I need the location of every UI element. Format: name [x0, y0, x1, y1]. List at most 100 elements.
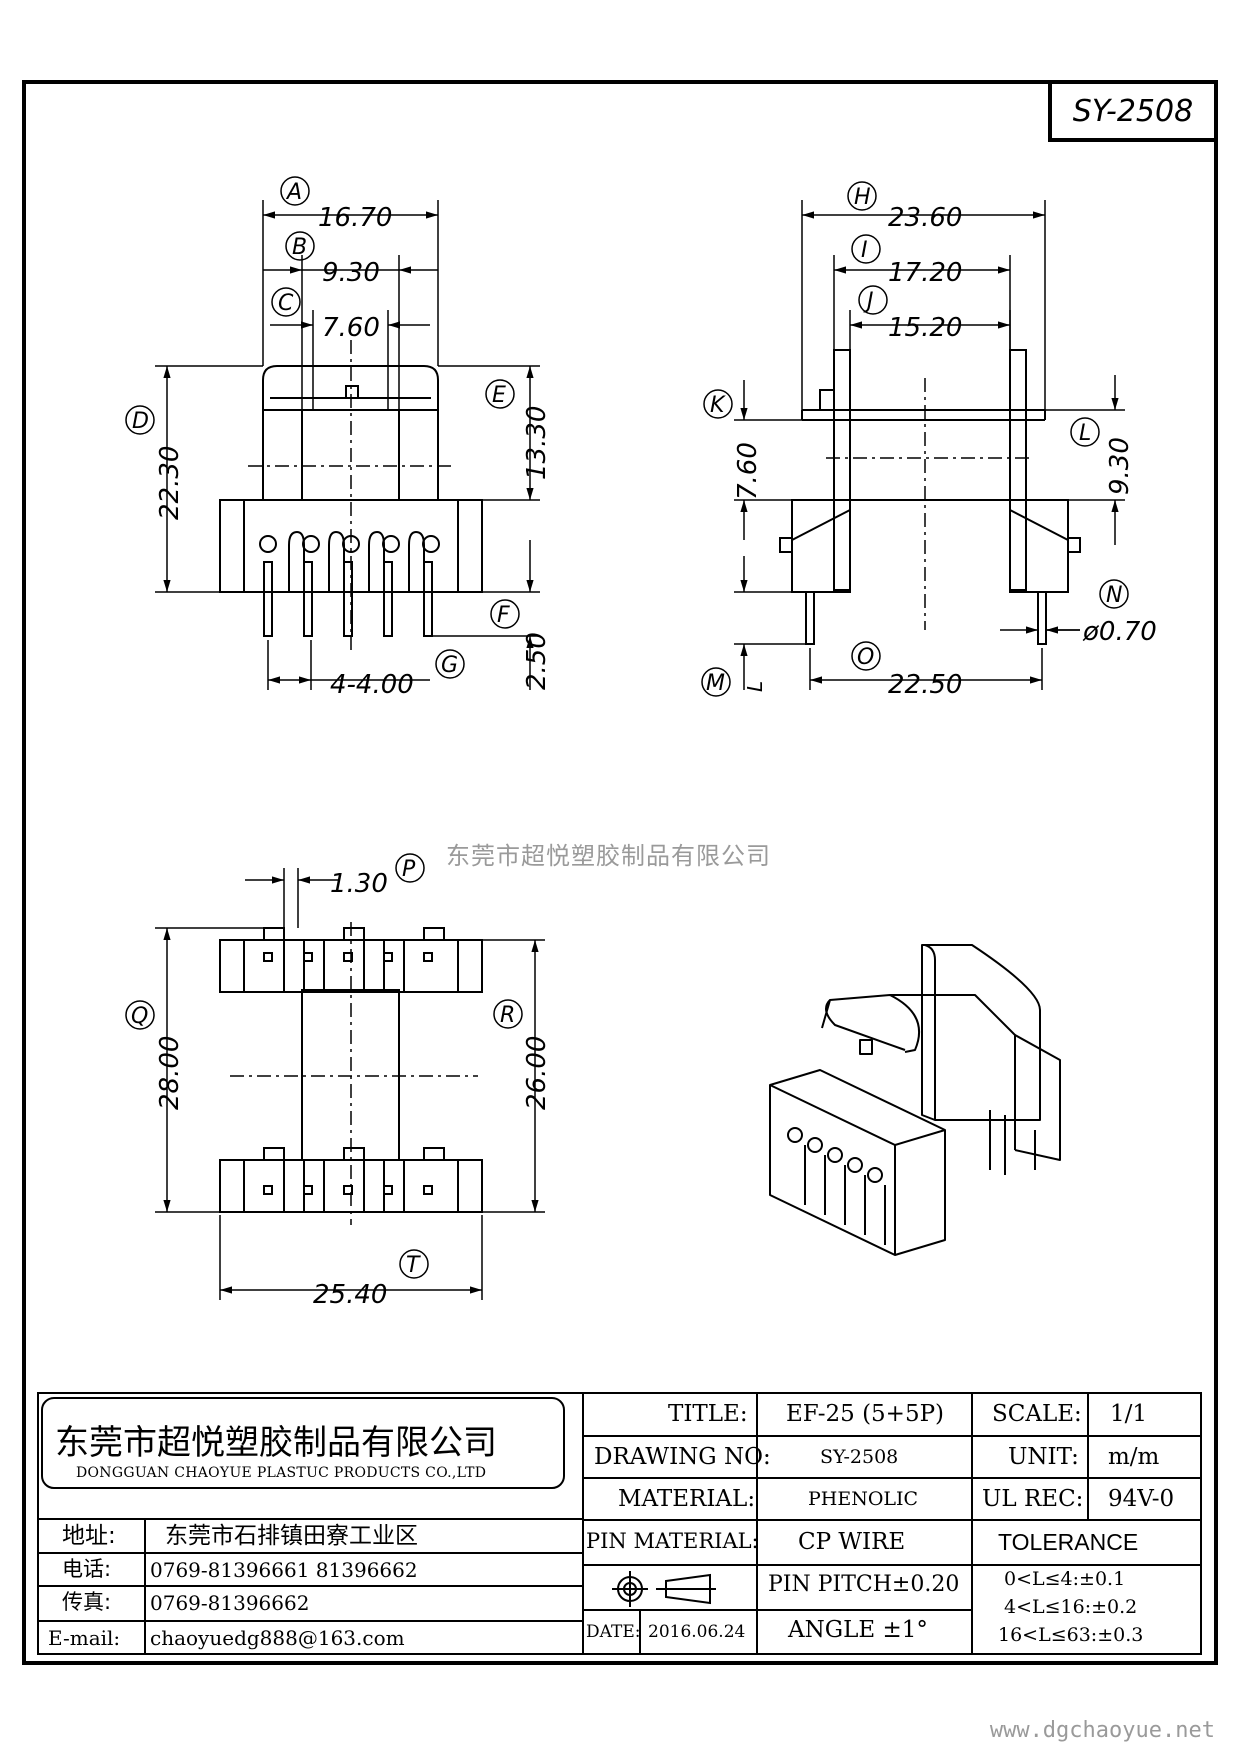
- scale-value: 1/1: [1110, 1401, 1148, 1427]
- svg-text:M: M: [706, 671, 725, 696]
- dim-j-value: 15.20: [888, 313, 962, 343]
- title-label: TITLE:: [668, 1401, 748, 1427]
- drawing-number-box: SY-2508: [1048, 80, 1218, 142]
- dim-g-value: 4-4.00: [330, 670, 414, 700]
- balloon-a: A: [280, 176, 310, 206]
- dim-p-value: 1.30: [330, 869, 388, 899]
- balloon-g: G: [435, 649, 465, 679]
- title-value: EF-25 (5+5P): [786, 1401, 945, 1427]
- tolerance-label: TOLERANCE: [998, 1529, 1139, 1555]
- balloon-q: Q: [125, 1000, 155, 1030]
- ul-rec-label: UL REC:: [982, 1486, 1084, 1512]
- balloon-l: L: [1070, 417, 1100, 447]
- drawing-no-value: SY-2508: [820, 1446, 899, 1468]
- pin-material-value: CP WIRE: [798, 1529, 906, 1555]
- svg-text:J: J: [863, 289, 874, 314]
- balloon-t: T: [399, 1249, 429, 1279]
- svg-text:F: F: [497, 603, 510, 628]
- svg-text:C: C: [278, 291, 294, 316]
- address-label: 地址:: [62, 1523, 116, 1549]
- dim-f-value: 2.50: [522, 632, 552, 690]
- material-value: PHENOLIC: [808, 1488, 919, 1510]
- svg-text:P: P: [402, 857, 416, 882]
- ul-rec-value: 94V-0: [1108, 1486, 1175, 1512]
- email-value: chaoyuedg888@163.com: [150, 1626, 405, 1650]
- dim-o-value: 22.50: [888, 670, 962, 700]
- balloon-f: F: [490, 599, 520, 629]
- balloon-p: P: [395, 853, 425, 883]
- svg-text:K: K: [710, 393, 726, 418]
- website-watermark: www.dgchaoyue.net: [989, 1718, 1215, 1743]
- scale-label: SCALE:: [992, 1401, 1082, 1427]
- email-label: E-mail:: [48, 1626, 121, 1650]
- bottom-view-dimensions: [155, 868, 545, 1300]
- svg-text:G: G: [441, 653, 458, 678]
- balloon-d: D: [125, 405, 155, 435]
- front-view-dimensions: [155, 200, 540, 690]
- balloon-i: I: [851, 234, 881, 264]
- balloon-m: M: [701, 667, 731, 697]
- material-label: MATERIAL:: [618, 1486, 756, 1512]
- dim-b-value: 9.30: [322, 258, 380, 288]
- balloon-b: B: [285, 231, 315, 261]
- balloon-n: N: [1099, 579, 1129, 609]
- balloon-j: J: [858, 285, 888, 315]
- svg-text:I: I: [861, 238, 868, 263]
- dim-e-value: 13.30: [522, 406, 552, 480]
- angle: ANGLE ±1°: [788, 1617, 928, 1643]
- title-block-grid: [39, 1392, 1200, 1655]
- dim-t-value: 25.40: [313, 1280, 387, 1310]
- unit-value: m/m: [1108, 1444, 1160, 1470]
- svg-text:B: B: [292, 235, 307, 260]
- watermark: 东莞市超悦塑胶制品有限公司: [446, 842, 771, 870]
- svg-text:O: O: [857, 645, 874, 670]
- isometric-view: [769, 944, 1061, 1256]
- phone-value: 0769-81396661 81396662: [150, 1558, 418, 1582]
- svg-text:R: R: [500, 1003, 515, 1028]
- svg-text:Q: Q: [131, 1004, 148, 1029]
- dimension-balloons: A B C D E F G H I J K L M N O P Q R T: [125, 176, 1129, 1279]
- svg-text:D: D: [132, 409, 149, 434]
- title-block: [37, 1392, 1202, 1655]
- svg-text:L: L: [1079, 421, 1091, 446]
- dim-c-value: 7.60: [322, 313, 380, 343]
- dim-i-value: 17.20: [888, 258, 962, 288]
- svg-text:A: A: [285, 180, 302, 205]
- front-view: [219, 340, 483, 650]
- drawing-border: [22, 80, 1218, 1665]
- balloon-c: C: [271, 287, 301, 317]
- fax-value: 0769-81396662: [150, 1591, 310, 1615]
- unit-label: UNIT:: [1008, 1444, 1079, 1470]
- svg-text:T: T: [406, 1253, 421, 1278]
- svg-text:N: N: [1106, 583, 1122, 608]
- dimension-labels: 16.70 9.30 7.60 4-4.00 23.60 17.20 15.20…: [155, 203, 1157, 1310]
- side-view-dimensions: [734, 200, 1125, 690]
- company-name-cn: 东莞市超悦塑胶制品有限公司: [55, 1423, 497, 1463]
- address-value: 东莞市石排镇田寮工业区: [165, 1523, 418, 1549]
- tolerance-row-2: 4<L≤16:±0.2: [1004, 1596, 1138, 1618]
- svg-text:H: H: [854, 185, 871, 210]
- dim-l-value: 9.30: [1105, 437, 1135, 495]
- company-name-en: DONGGUAN CHAOYUE PLASTUC PRODUCTS CO.,LT…: [76, 1465, 487, 1481]
- tolerance-row-3: 16<L≤63:±0.3: [998, 1624, 1144, 1646]
- dim-r-value: 26.00: [522, 1036, 552, 1110]
- phone-label: 电话:: [62, 1557, 112, 1581]
- dim-k-value: 7.60: [733, 442, 763, 500]
- tolerance-row-1: 0<L≤4:±0.1: [1004, 1568, 1126, 1590]
- side-view: [779, 349, 1081, 645]
- balloon-r: R: [493, 999, 523, 1029]
- dim-m-sub: L: [743, 681, 767, 692]
- balloon-e: E: [485, 379, 515, 409]
- dim-d-value: 22.30: [155, 446, 185, 520]
- drawing-no-label: DRAWING NO:: [594, 1444, 771, 1470]
- balloon-o: O: [851, 641, 881, 671]
- dim-h-value: 23.60: [888, 203, 962, 233]
- pin-material-label: PIN MATERIAL:: [586, 1529, 759, 1553]
- dim-a-value: 16.70: [318, 203, 392, 233]
- pin-pitch: PIN PITCH±0.20: [768, 1572, 960, 1597]
- bottom-view: [219, 922, 483, 1225]
- date-label: DATE:: [586, 1622, 641, 1642]
- balloon-h: H: [847, 181, 877, 211]
- svg-text:E: E: [492, 383, 506, 408]
